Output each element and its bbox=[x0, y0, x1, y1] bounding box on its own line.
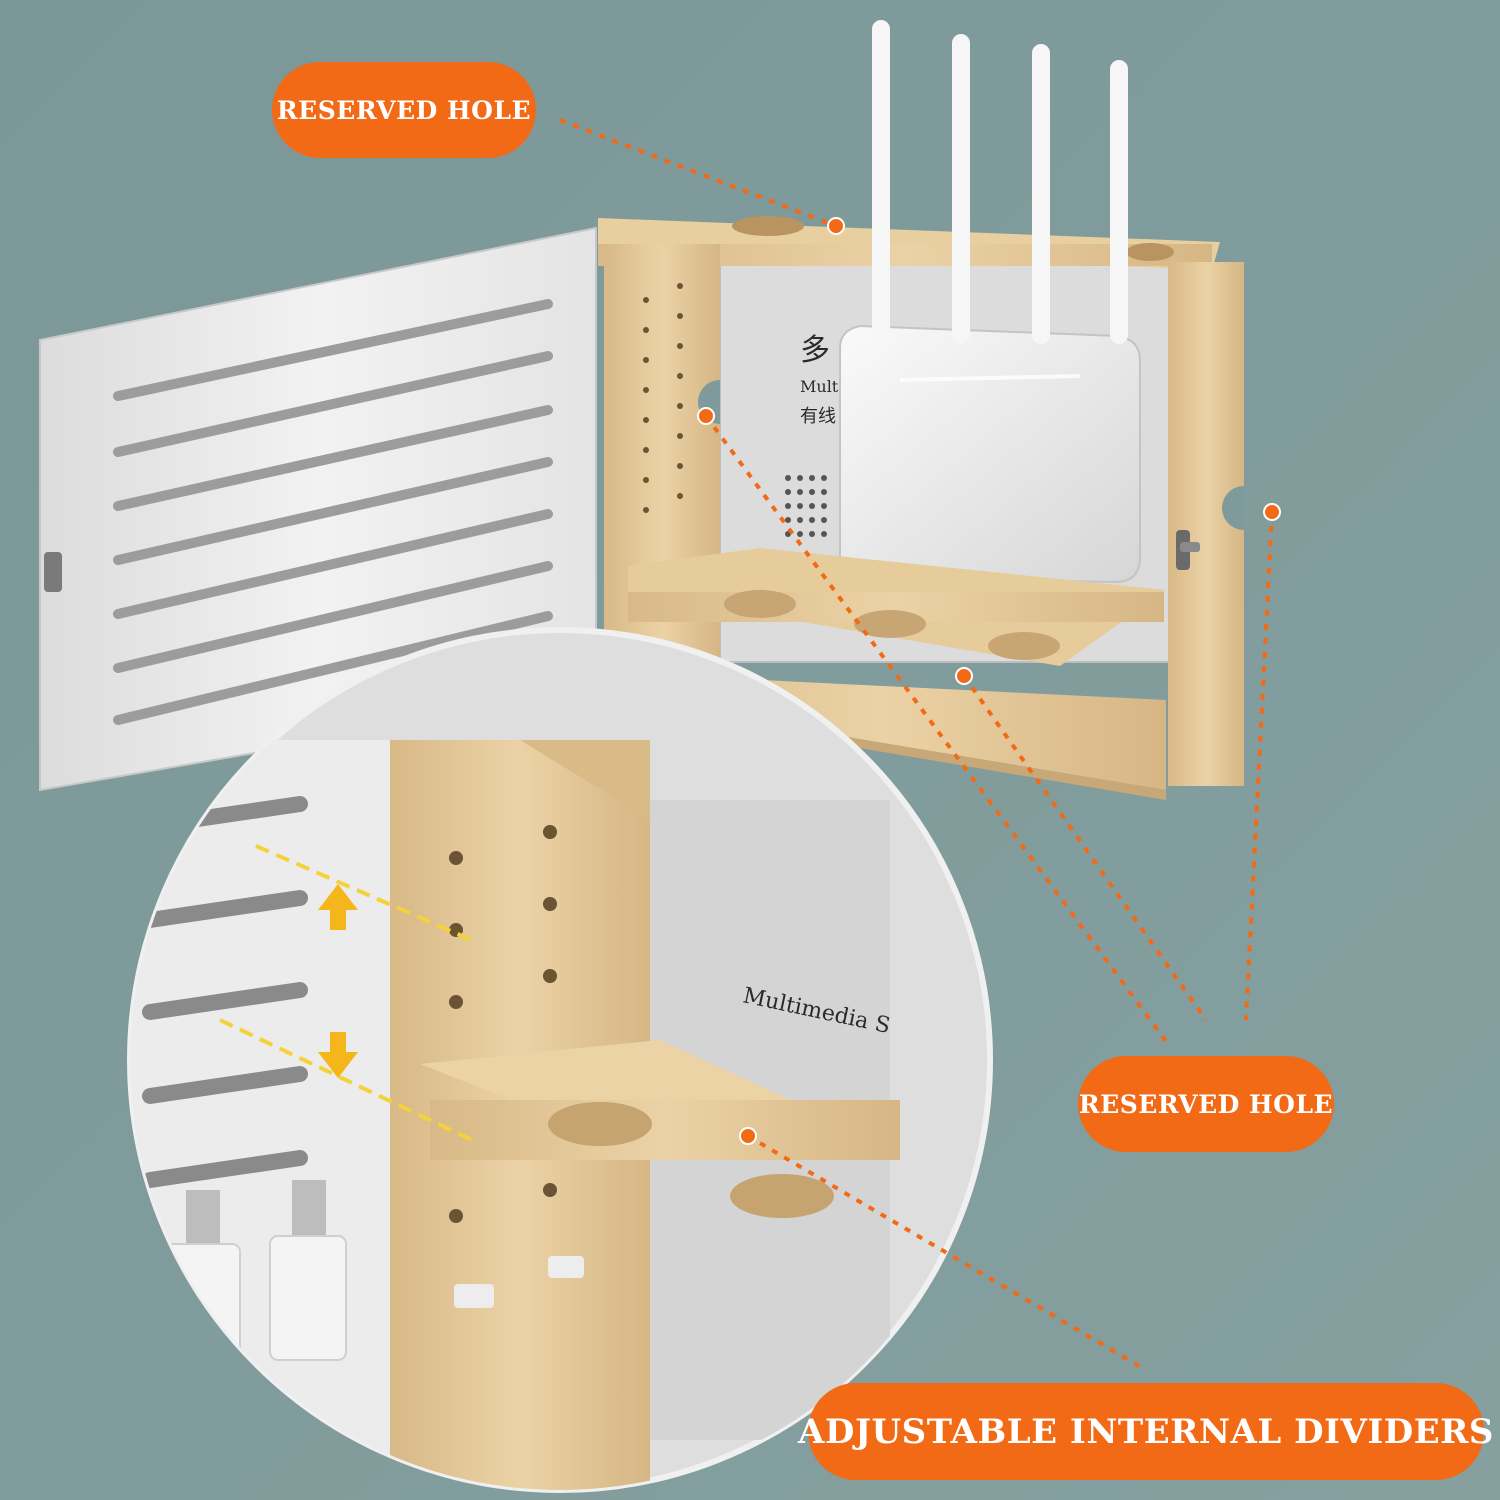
reserved-hole-right bbox=[1222, 486, 1244, 530]
reserved-hole-top-right bbox=[1126, 243, 1174, 261]
middle-divider-shelf bbox=[628, 548, 1166, 666]
router-antenna-4 bbox=[1110, 60, 1128, 344]
zoom-detail: Multimedia S bbox=[127, 627, 993, 1493]
reserved-hole-top bbox=[732, 216, 804, 236]
callout-reserved-hole-right: RESERVED HOLE bbox=[1078, 1056, 1334, 1152]
callout-dots bbox=[697, 217, 1281, 1145]
door-hinge-icon bbox=[44, 552, 62, 592]
divider-peg-holes bbox=[643, 283, 683, 513]
router-antenna-3 bbox=[1032, 44, 1050, 344]
cabinet-chinese-label: 有线 bbox=[800, 406, 836, 427]
callout-adjustable-dividers: ADJUSTABLE INTERNAL DIVIDERS bbox=[798, 1383, 1493, 1480]
callout-reserved-hole-top: RESERVED HOLE bbox=[272, 62, 536, 158]
door-vent-slots bbox=[113, 299, 553, 725]
callout-leaders bbox=[559, 118, 1274, 1372]
cabinet-brand-label: Mult bbox=[800, 377, 839, 396]
arrow-down-icon bbox=[318, 1032, 358, 1078]
router-antenna-1 bbox=[872, 20, 890, 350]
vent-grid bbox=[785, 475, 827, 537]
arrow-up-icon bbox=[318, 884, 358, 930]
cabinet-char-label: 多 bbox=[800, 333, 830, 368]
cabinet-left-side bbox=[604, 244, 720, 692]
router-antenna-2 bbox=[952, 34, 970, 344]
shelf-peg-icon bbox=[548, 1256, 584, 1278]
shelf-peg-icon bbox=[454, 1284, 494, 1308]
